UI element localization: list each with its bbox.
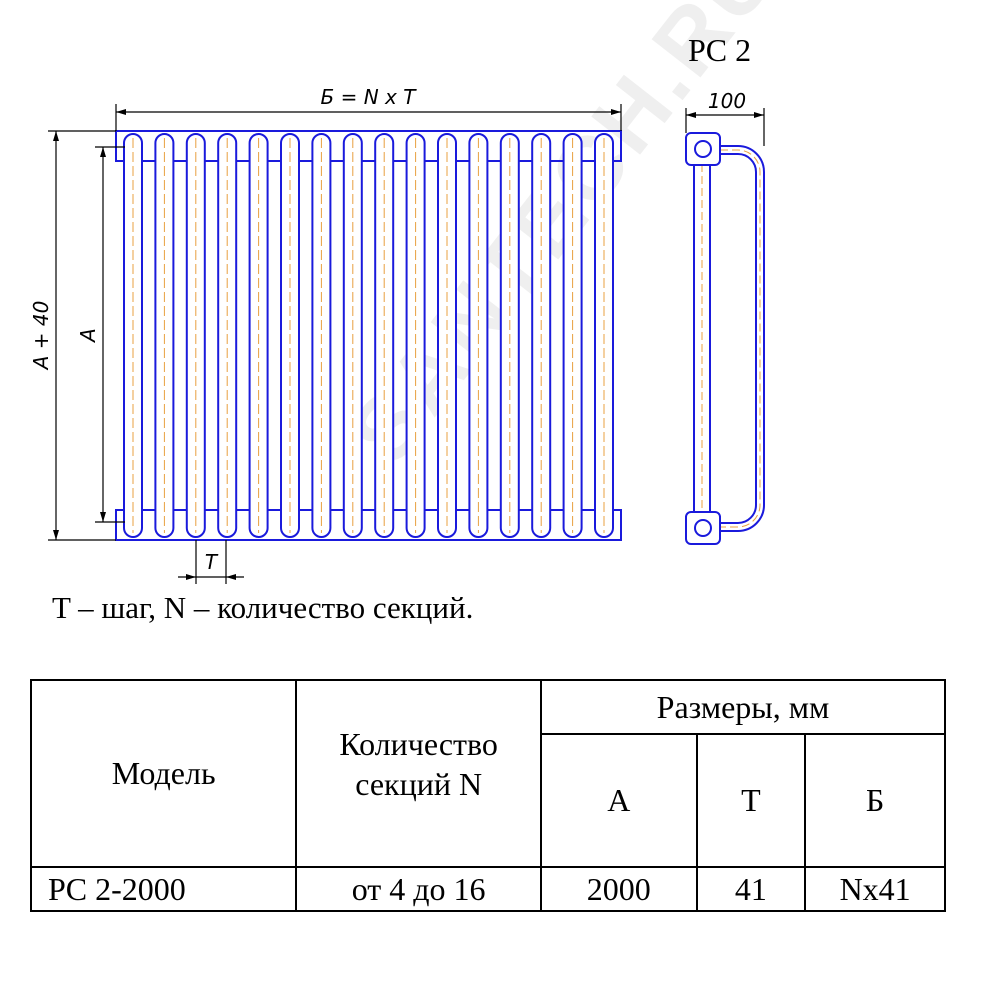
side-view [685,108,765,545]
cell-B: Nx41 [804,866,946,912]
dim-width-label: Б = N x T [321,85,418,109]
side-top-fitting [685,132,721,166]
dimensions [48,104,622,584]
cell-T: 41 [695,866,807,912]
top-collector [115,130,622,162]
spec-table: Модель Количество секций N Размеры, мм A… [29,679,947,912]
header-T: T [695,733,807,868]
side-bottom-fitting [685,511,721,545]
dim-pitch-label: T [205,550,219,574]
cell-sections: от 4 до 16 [295,866,542,912]
dim-overall-height-label: A + 40 [29,301,53,372]
header-B: Б [804,733,946,868]
bottom-collector [115,509,622,541]
table-row: PC 2-2000 от 4 до 16 2000 41 Nx41 [29,866,946,912]
legend-caption: T – шаг, N – количество секций. [52,590,474,625]
header-dimensions: Размеры, мм [539,679,947,735]
cell-model: PC 2-2000 [29,866,298,912]
header-sections: Количество секций N [295,679,542,868]
header-A: A [539,733,698,868]
radiator-drawing: Б = N x T A + 40 A T 100 [29,85,765,584]
dim-depth-label: 100 [708,89,746,113]
dim-height-label: A [76,328,100,344]
radiator-sections [123,133,614,538]
header-model: Модель [29,679,298,868]
side-view-title: PC 2 [688,32,752,68]
front-view [115,130,622,541]
cell-A: 2000 [539,866,698,912]
